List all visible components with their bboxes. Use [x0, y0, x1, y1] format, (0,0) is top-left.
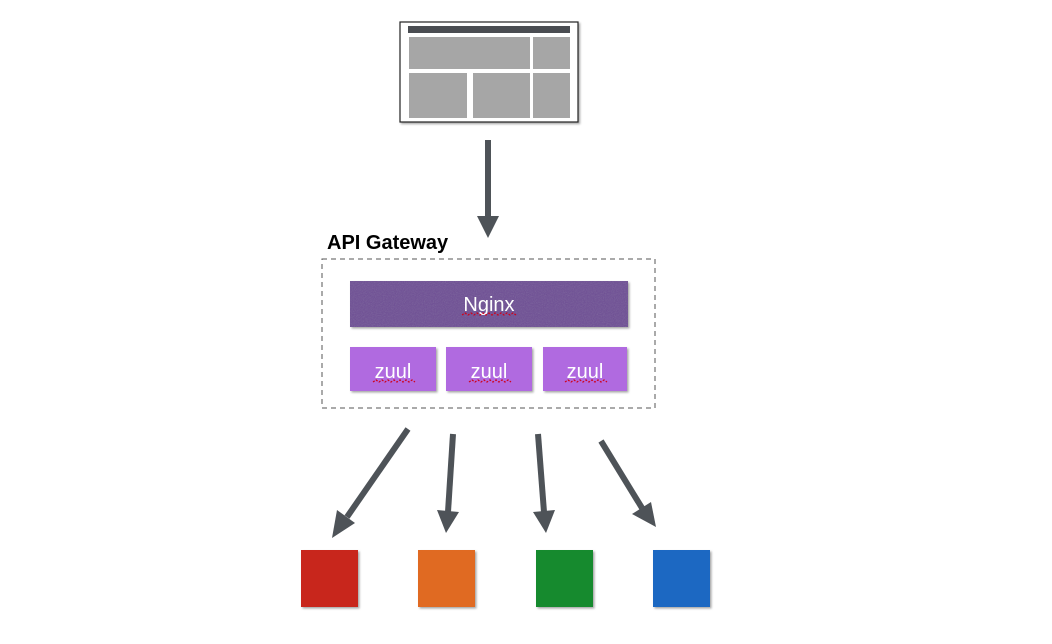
service-square: [301, 550, 358, 607]
spellcheck-underline: [564, 379, 608, 383]
arrow-gateway-to-service-1: [332, 427, 411, 538]
spellcheck-underline: [372, 379, 416, 383]
arrow-gateway-to-service-3: [533, 433, 555, 533]
nginx-box: Nginx: [350, 281, 628, 327]
arrow-gateway-to-service-2: [437, 433, 459, 533]
service-square: [536, 550, 593, 607]
zuul-label: zuul: [375, 361, 412, 383]
gateway-container: [321, 258, 656, 409]
web-page-layout-icon: [399, 21, 579, 123]
service-square: [418, 550, 475, 607]
spellcheck-underline: [468, 379, 512, 383]
zuul-box: zuul: [446, 347, 532, 391]
nginx-label: Nginx: [463, 294, 514, 316]
spellcheck-underline: [461, 312, 517, 316]
zuul-label: zuul: [471, 361, 508, 383]
gateway-label: API Gateway: [327, 232, 449, 254]
arrow-client-to-gateway: [477, 140, 499, 238]
zuul-box: zuul: [543, 347, 627, 391]
zuul-label: zuul: [567, 361, 604, 383]
service-square: [653, 550, 710, 607]
zuul-box: zuul: [350, 347, 436, 391]
arrow-gateway-to-service-4: [598, 439, 656, 527]
